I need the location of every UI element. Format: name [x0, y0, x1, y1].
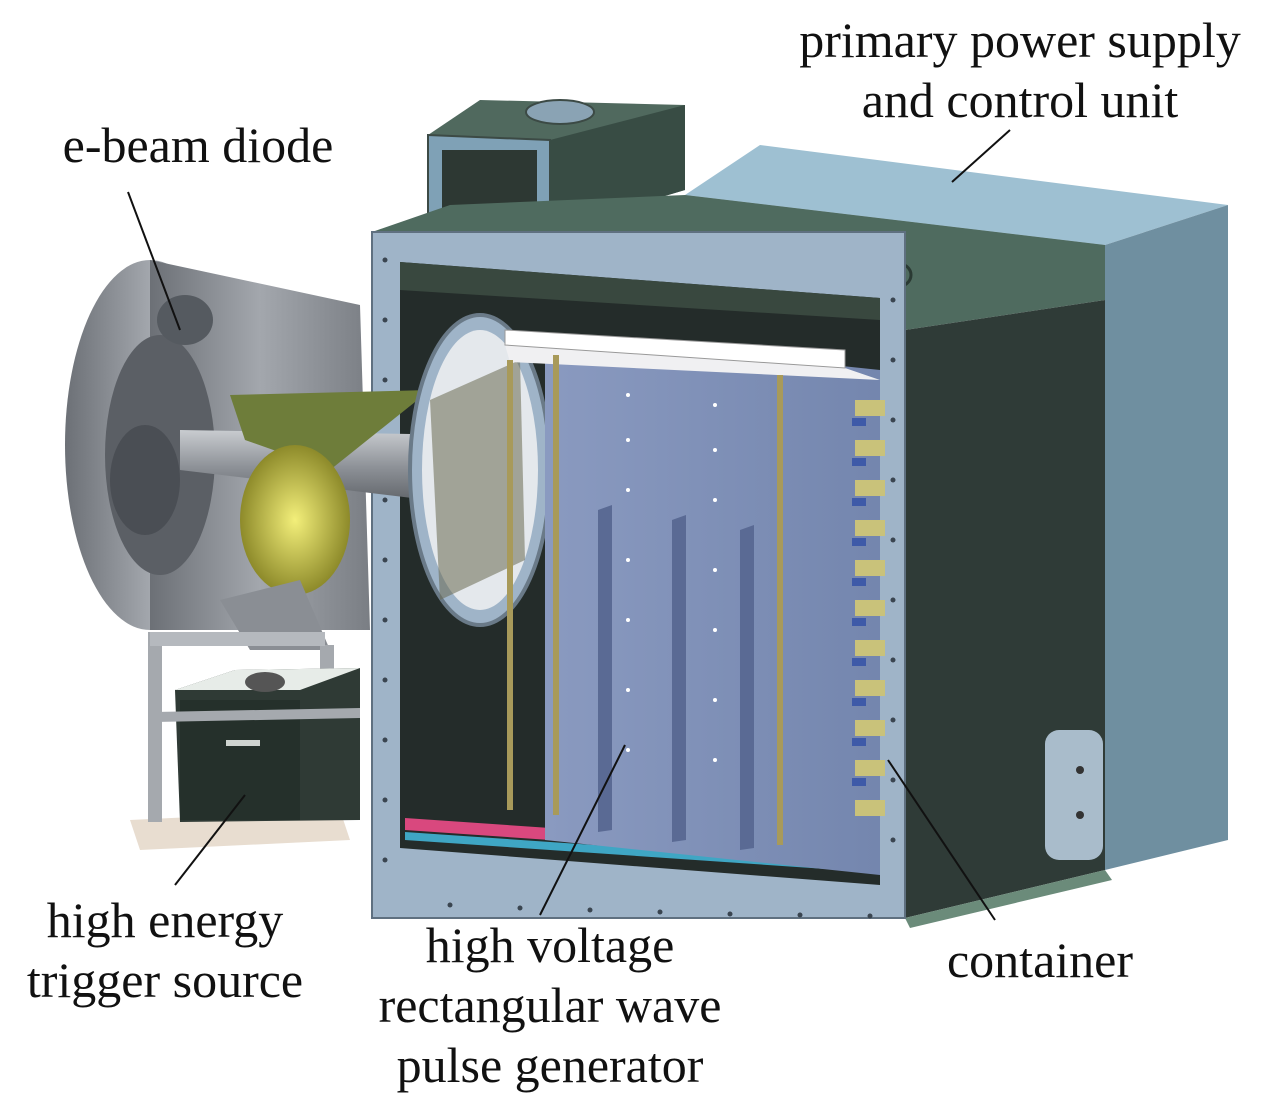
power-leader [951, 129, 1011, 183]
hv-leader [539, 744, 626, 916]
trigger-source-label: high energy trigger source [0, 890, 330, 1010]
primary-power-label-line2: and control unit [861, 72, 1179, 128]
trigger-leader [174, 794, 246, 886]
primary-power-label: primary power supply and control unit [760, 10, 1280, 130]
hv-generator-label-line3: pulse generator [396, 1037, 704, 1093]
hv-generator-label-line1: high voltage [425, 917, 675, 973]
trigger-source-label-line1: high energy [46, 892, 284, 948]
trigger-source [130, 632, 360, 850]
hv-generator-label-line2: rectangular wave [378, 977, 722, 1033]
ebeam-diode [65, 260, 489, 650]
hv-pulse-generator [504, 329, 885, 875]
container-leader [887, 759, 996, 921]
primary-power-label-line1: primary power supply [799, 12, 1241, 68]
leader-lines [127, 129, 1011, 921]
hv-generator-label: high voltage rectangular wave pulse gene… [350, 915, 750, 1095]
ebeam-leader [127, 191, 181, 331]
container-label-text: container [946, 932, 1133, 988]
trigger-source-label-line2: trigger source [26, 952, 304, 1008]
ebeam-diode-label-text: e-beam diode [62, 117, 334, 173]
container-label: container [920, 930, 1160, 990]
ebeam-diode-label: e-beam diode [18, 115, 378, 175]
